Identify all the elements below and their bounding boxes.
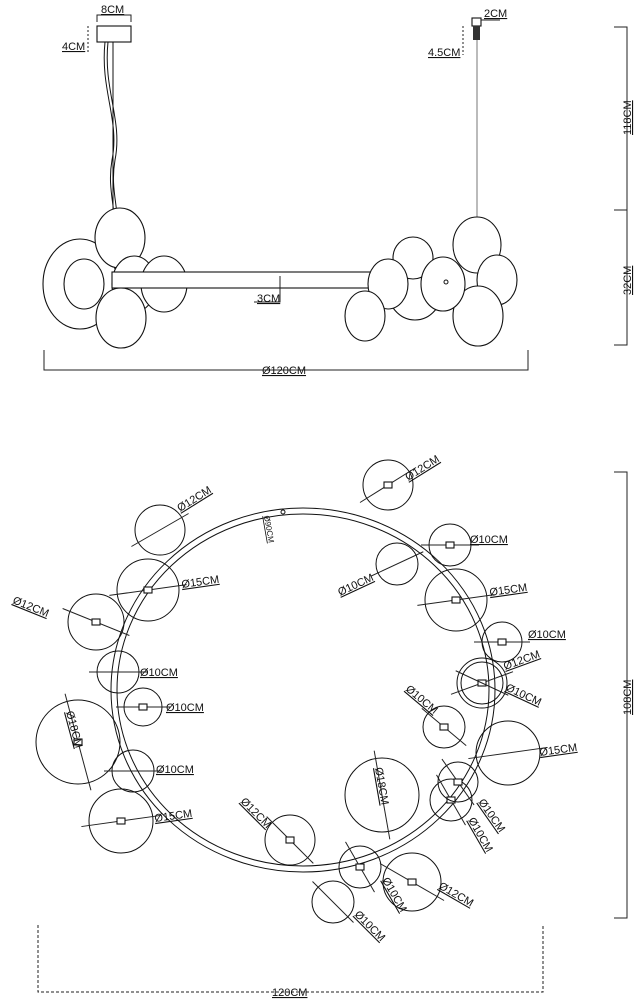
globe [362, 459, 414, 511]
globe-diameter-label: Ø10CM [352, 909, 387, 944]
globe-diameter-label: Ø10CM [336, 572, 375, 599]
socket [407, 878, 417, 886]
overall-diameter-label: Ø120CM [262, 365, 306, 377]
ring-tube-label: Ø90CM [262, 515, 276, 544]
canopy [96, 25, 132, 43]
globe [63, 258, 105, 310]
socket [497, 638, 507, 646]
side-view: 8CM 4CM 2CM 4.5CM 3CM Ø12 [42, 4, 634, 377]
ceiling-fitting [471, 17, 482, 27]
globe-diameter-label: Ø12CM [437, 880, 476, 909]
globe-diameter-label: Ø10CM [140, 667, 178, 679]
globe [375, 542, 419, 586]
ring-mount [280, 509, 286, 515]
body-height-label: 32CM [622, 266, 634, 295]
globe [437, 761, 479, 803]
fitting-width-label: 2CM [484, 8, 507, 20]
horizontal-bar [111, 271, 403, 289]
globe [264, 814, 316, 866]
globe [67, 593, 125, 651]
globe-diameter-label: Ø12CM [238, 796, 273, 831]
globe [344, 290, 386, 342]
socket [138, 703, 148, 711]
canopy-width-label: 8CM [101, 4, 124, 16]
globe [424, 568, 488, 632]
ring-outer [110, 507, 496, 873]
globe [88, 788, 154, 854]
diameter-line [455, 670, 509, 696]
globe-diameter-label: Ø10CM [166, 702, 204, 714]
diameter-line [131, 513, 189, 547]
diameter-line [468, 746, 548, 760]
globe-diameter-label: Ø10CM [470, 534, 508, 546]
globe-diameter-label: Ø12CM [403, 453, 442, 483]
globe-diameter-label: Ø18CM [372, 766, 390, 805]
suspension-height-label: 118CM [622, 100, 634, 135]
globe [429, 778, 473, 822]
socket [355, 863, 365, 871]
diameter-line [370, 551, 424, 577]
overall-width-label: 120CM [272, 987, 307, 999]
globe [420, 256, 466, 312]
overall-height-label: 108CM [622, 680, 634, 715]
globe-diameter-label: Ø10CM [504, 682, 543, 709]
canopy-height-label: 4CM [62, 41, 85, 53]
socket [116, 817, 126, 825]
globe-diameter-label: Ø15CM [154, 808, 193, 825]
globe-dot [443, 279, 449, 285]
socket [439, 723, 449, 731]
globe-diameter-label: Ø18CM [63, 710, 84, 750]
globe [452, 285, 504, 347]
socket [451, 596, 461, 604]
globe-diameter-label: Ø10CM [379, 876, 408, 915]
globe [95, 287, 147, 349]
globe-diameter-label: Ø15CM [181, 574, 220, 591]
socket [285, 836, 295, 844]
globe [456, 657, 508, 709]
socket [143, 586, 153, 594]
globe [311, 880, 355, 924]
globe [344, 757, 420, 833]
globe [116, 558, 180, 622]
globe-diameter-label: Ø12CM [11, 595, 51, 620]
socket [453, 778, 463, 786]
globe-set: Ø12CMØ15CMØ12CMØ10CMØ10CMØ18CMØ10CMØ15CM… [11, 453, 578, 944]
socket [91, 618, 101, 626]
height-dims [614, 26, 628, 346]
cable-gripper [473, 26, 480, 40]
bar-diameter-dim [254, 276, 281, 303]
globe [422, 705, 466, 749]
globe-diameter-label: Ø10CM [403, 683, 440, 717]
globe [338, 845, 382, 889]
bar-diameter-label: 3CM [257, 293, 280, 305]
globe-diameter-label: Ø15CM [539, 742, 578, 759]
globe-diameter-label: Ø10CM [528, 629, 566, 641]
fitting-height-label: 4.5CM [428, 47, 460, 59]
globe [382, 852, 442, 912]
overall-diameter-dim [43, 350, 529, 371]
diameter-line [373, 750, 391, 840]
globe-diameter-label: Ø10CM [156, 764, 194, 776]
globe [134, 504, 186, 556]
globe-diameter-label: Ø15CM [489, 582, 528, 599]
socket [445, 541, 455, 549]
canopy-width-dim [96, 14, 132, 22]
globe-diameter-label: Ø12CM [175, 484, 214, 514]
globe [475, 720, 541, 786]
overall-height-dim [614, 471, 628, 919]
diameter-line [312, 881, 354, 923]
overall-width-dim [37, 925, 544, 993]
globe [35, 699, 121, 785]
socket [446, 796, 456, 804]
top-view: Ø90CM Ø12CMØ15CMØ12CMØ10CMØ10CMØ18CMØ10C… [11, 453, 634, 999]
socket [73, 738, 83, 746]
ring-inner [116, 513, 490, 867]
globe-inner [460, 661, 504, 705]
socket [383, 481, 393, 489]
